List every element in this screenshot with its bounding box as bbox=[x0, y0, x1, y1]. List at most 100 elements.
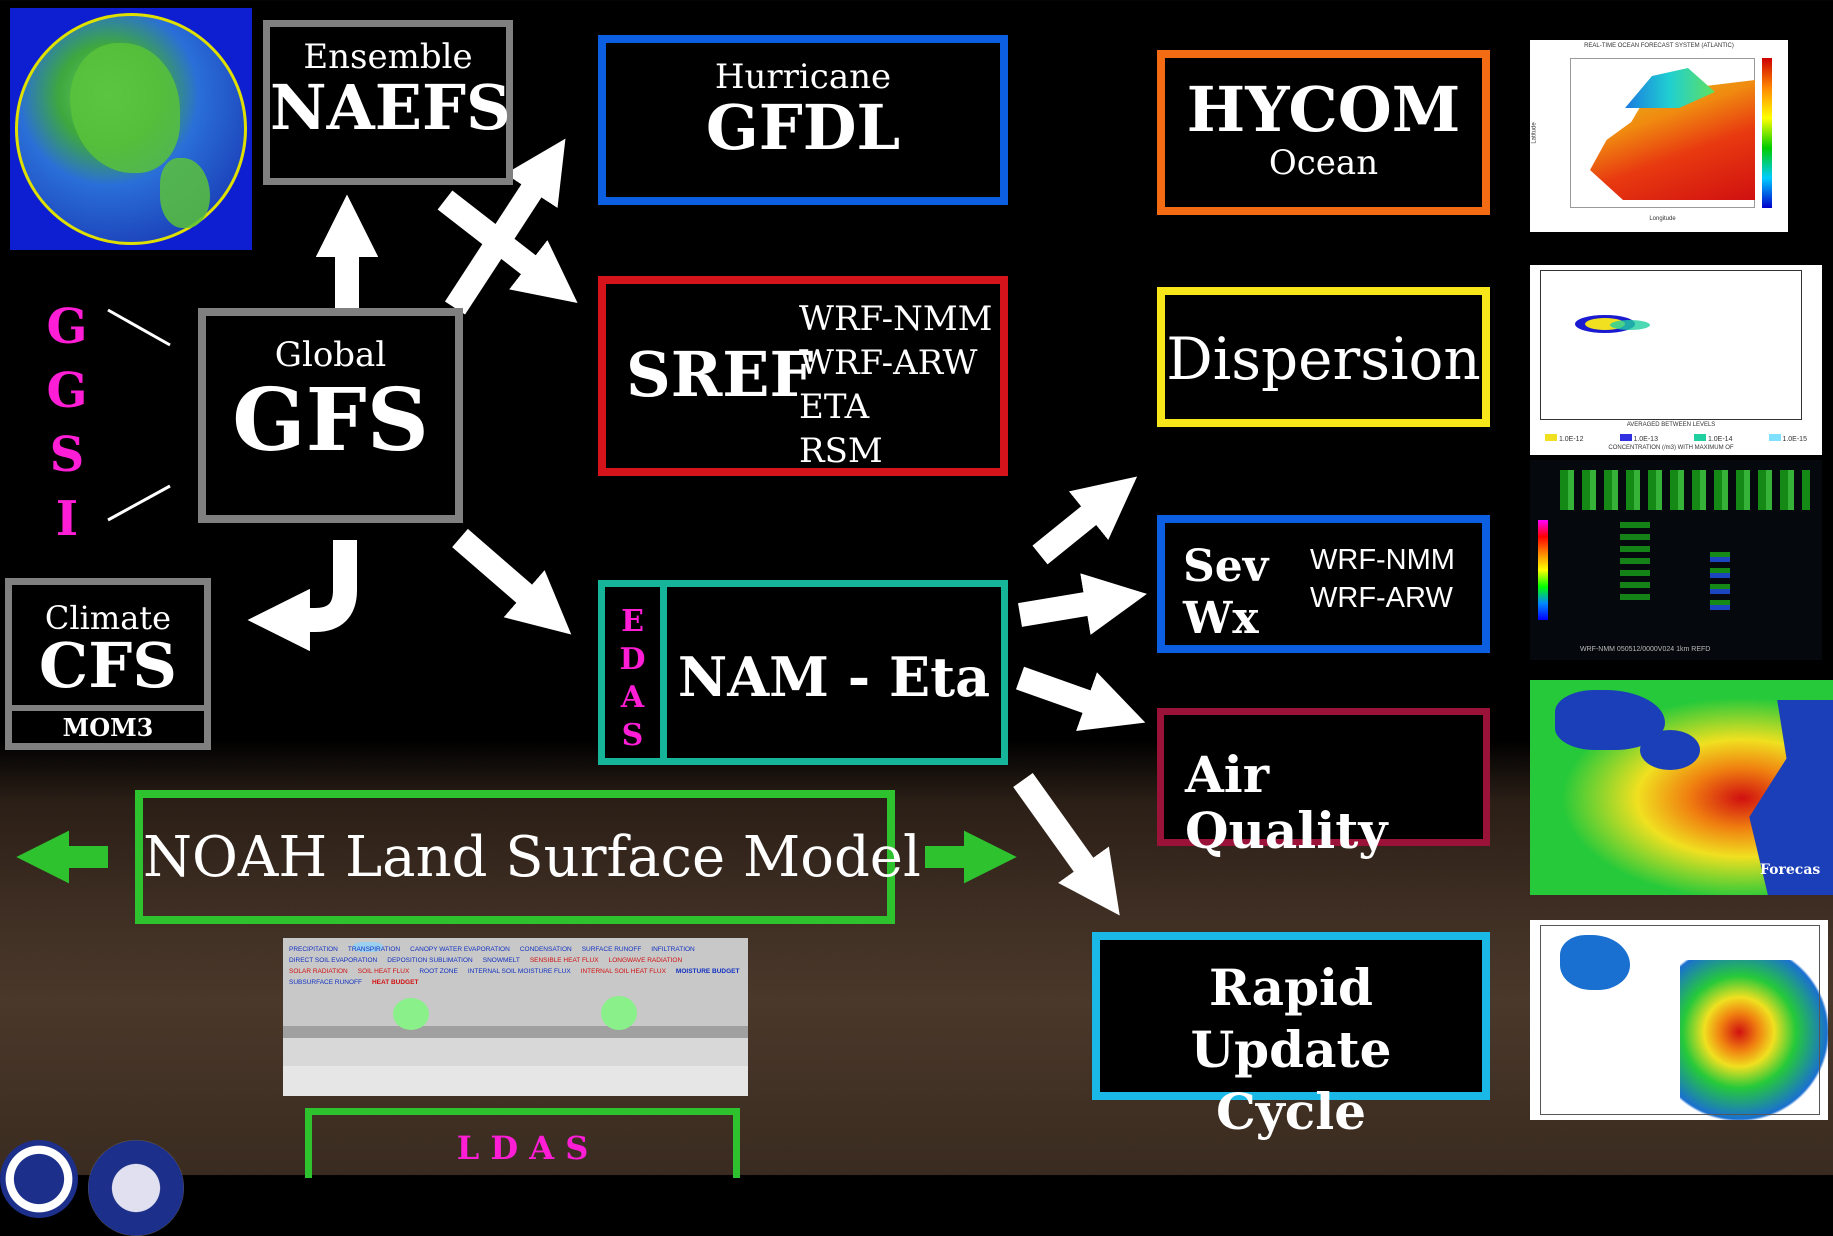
noah-label: SOLAR RADIATION bbox=[289, 968, 348, 975]
sref-members: WRF-NMM WRF-ARW ETA RSM bbox=[799, 297, 992, 473]
airquality-box[interactable]: Air Quality bbox=[1157, 708, 1490, 859]
arrow-nam-sevwx bbox=[1018, 573, 1147, 635]
noah-label: DEPOSITION SUBLIMATION bbox=[387, 957, 473, 964]
sevwx-member: WRF-NMM bbox=[1310, 544, 1455, 576]
airquality-map-thumbnail: Forecas bbox=[1530, 680, 1833, 895]
edas-letter: E bbox=[621, 604, 644, 639]
ruc-map-thumbnail bbox=[1530, 920, 1828, 1120]
hycom-subtitle: Ocean bbox=[1268, 143, 1379, 183]
sevwx-title: Sev Wx bbox=[1183, 541, 1268, 645]
sref-title: SREF bbox=[626, 338, 814, 411]
dispersion-thumb-note: AVERAGED BETWEEN LEVELS bbox=[1626, 422, 1716, 428]
cfs-subtitle: Climate bbox=[44, 599, 172, 637]
noah-label: CONDENSATION bbox=[519, 946, 572, 953]
sevwx-line1: Sev bbox=[1183, 541, 1269, 592]
noah-title: NOAH Land Surface Model bbox=[143, 825, 921, 890]
noah-label: LONGWAVE RADIATION bbox=[608, 957, 683, 964]
edas-letter: S bbox=[621, 718, 644, 753]
noah-label: SURFACE RUNOFF bbox=[581, 946, 642, 953]
naefs-box[interactable]: Ensemble NAEFS bbox=[263, 20, 513, 185]
noah-label: TRANSPIRATION bbox=[347, 946, 401, 953]
legend-item: 1.0E-15 bbox=[1768, 434, 1807, 443]
sevwx-radar-thumbnail: WRF-NMM 050512/0000V024 1km REFD bbox=[1530, 460, 1822, 660]
hycom-title: HYCOM bbox=[1186, 73, 1461, 146]
ggsi-slash-top bbox=[107, 308, 171, 347]
nam-title: NAM - Eta bbox=[677, 645, 991, 709]
ruc-line2: Cycle bbox=[1215, 1082, 1367, 1141]
cfs-footer: MOM3 bbox=[12, 705, 204, 743]
edas-letter: A bbox=[620, 680, 645, 715]
naefs-subtitle: Ensemble bbox=[303, 37, 473, 77]
gfdl-subtitle: Hurricane bbox=[714, 57, 892, 97]
arrow-gfs-nam bbox=[452, 528, 572, 635]
noah-label: SNOWMELT bbox=[482, 957, 520, 964]
ldas-title: L D A S bbox=[456, 1129, 589, 1167]
noah-diagram-labels: PRECIPITATION TRANSPIRATION CANOPY WATER… bbox=[289, 946, 744, 1096]
flow-arrows bbox=[16, 138, 1147, 916]
commerce-seal bbox=[88, 1140, 184, 1236]
sevwx-members: WRF-NMM WRF-ARW bbox=[1310, 541, 1455, 617]
noah-box[interactable]: NOAH Land Surface Model bbox=[135, 790, 921, 924]
noah-label: INFILTRATION bbox=[651, 946, 695, 953]
arrow-nam-airquality bbox=[1015, 666, 1146, 732]
sref-box[interactable]: SREF WRF-NMM WRF-ARW ETA RSM bbox=[598, 276, 1008, 476]
edas-column: E D A S bbox=[605, 587, 667, 758]
noah-label: SOIL HEAT FLUX bbox=[357, 968, 410, 975]
ldas-box[interactable]: L D A S bbox=[305, 1108, 740, 1178]
noah-label: PRECIPITATION bbox=[289, 946, 338, 953]
legend-item: 1.0E-13 bbox=[1619, 434, 1658, 443]
noah-label: DIRECT SOIL EVAPORATION bbox=[289, 957, 378, 964]
hycom-box[interactable]: HYCOM Ocean bbox=[1157, 50, 1490, 215]
noah-label: SENSIBLE HEAT FLUX bbox=[529, 957, 599, 964]
sevwx-thumb-caption: WRF-NMM 050512/0000V024 1km REFD bbox=[1580, 646, 1711, 653]
hycom-forecast-thumbnail: REAL-TIME OCEAN FORECAST SYSTEM (ATLANTI… bbox=[1530, 40, 1788, 232]
dispersion-title: Dispersion bbox=[1166, 325, 1481, 393]
sevwx-member: WRF-ARW bbox=[1310, 582, 1453, 614]
ruc-line1: Rapid Update bbox=[1190, 958, 1392, 1079]
sref-member: WRF-NMM bbox=[799, 299, 993, 339]
dispersion-map-thumbnail: AVERAGED BETWEEN LEVELS 1.0E-12 1.0E-13 … bbox=[1530, 265, 1822, 455]
sref-member: ETA bbox=[799, 387, 870, 427]
edas-letters: E D A S bbox=[605, 603, 660, 755]
arrow-gfs-cfs bbox=[247, 540, 357, 652]
noah-label: HEAT BUDGET bbox=[371, 979, 419, 986]
cfs-box[interactable]: Climate CFS MOM3 bbox=[5, 578, 211, 750]
dispersion-box[interactable]: Dispersion bbox=[1157, 287, 1490, 427]
arrow-nam-ruc bbox=[1013, 773, 1120, 916]
gfdl-title: GFDL bbox=[705, 91, 901, 164]
sevwx-box[interactable]: Sev Wx WRF-NMM WRF-ARW bbox=[1157, 515, 1490, 653]
cfs-title: CFS bbox=[38, 629, 178, 702]
gfdl-box[interactable]: Hurricane GFDL bbox=[598, 35, 1008, 205]
sevwx-line2: Wx bbox=[1183, 593, 1259, 644]
nam-box[interactable]: E D A S NAM - Eta bbox=[598, 580, 1008, 765]
noah-label: INTERNAL SOIL MOISTURE FLUX bbox=[467, 968, 571, 975]
gfs-subtitle: Global bbox=[274, 335, 387, 375]
sref-member: WRF-ARW bbox=[799, 343, 978, 383]
airquality-thumb-caption: Forecas bbox=[1760, 862, 1821, 878]
noah-label: INTERNAL SOIL HEAT FLUX bbox=[580, 968, 666, 975]
hycom-thumb-xlabel: Longitude bbox=[1649, 216, 1676, 222]
noah-label: MOISTURE BUDGET bbox=[675, 968, 740, 975]
sref-member: RSM bbox=[799, 431, 883, 471]
ruc-title: Rapid Update Cycle bbox=[1100, 957, 1482, 1143]
ruc-box[interactable]: Rapid Update Cycle bbox=[1092, 932, 1490, 1141]
hycom-thumb-ylabel: Latitude bbox=[1531, 122, 1538, 144]
arrow-nam-dispersion bbox=[1032, 476, 1138, 565]
noah-lsm-diagram: PRECIPITATION TRANSPIRATION CANOPY WATER… bbox=[283, 938, 748, 1096]
ggsi-letter: G bbox=[46, 299, 88, 355]
edas-letter: D bbox=[619, 642, 646, 677]
ggsi-letter: G bbox=[46, 363, 88, 419]
ggsi-label: G G S I bbox=[42, 295, 92, 551]
legend-item: 1.0E-12 bbox=[1545, 434, 1583, 443]
noah-label: SUBSURFACE RUNOFF bbox=[289, 979, 362, 986]
ggsi-slash-bottom bbox=[107, 484, 171, 522]
gfs-box[interactable]: Global GFS bbox=[198, 308, 463, 523]
legend-item: 1.0E-14 bbox=[1694, 434, 1732, 443]
dispersion-thumb-legend: 1.0E-12 1.0E-13 1.0E-14 1.0E-15 bbox=[1545, 434, 1807, 443]
noah-label: CANOPY WATER EVAPORATION bbox=[410, 946, 510, 953]
earth-globe-image bbox=[10, 8, 252, 250]
noaa-logo bbox=[0, 1140, 78, 1218]
naefs-title: NAEFS bbox=[270, 71, 511, 144]
arrow-gfs-sref bbox=[437, 190, 578, 303]
airquality-title: Air Quality bbox=[1185, 745, 1388, 860]
